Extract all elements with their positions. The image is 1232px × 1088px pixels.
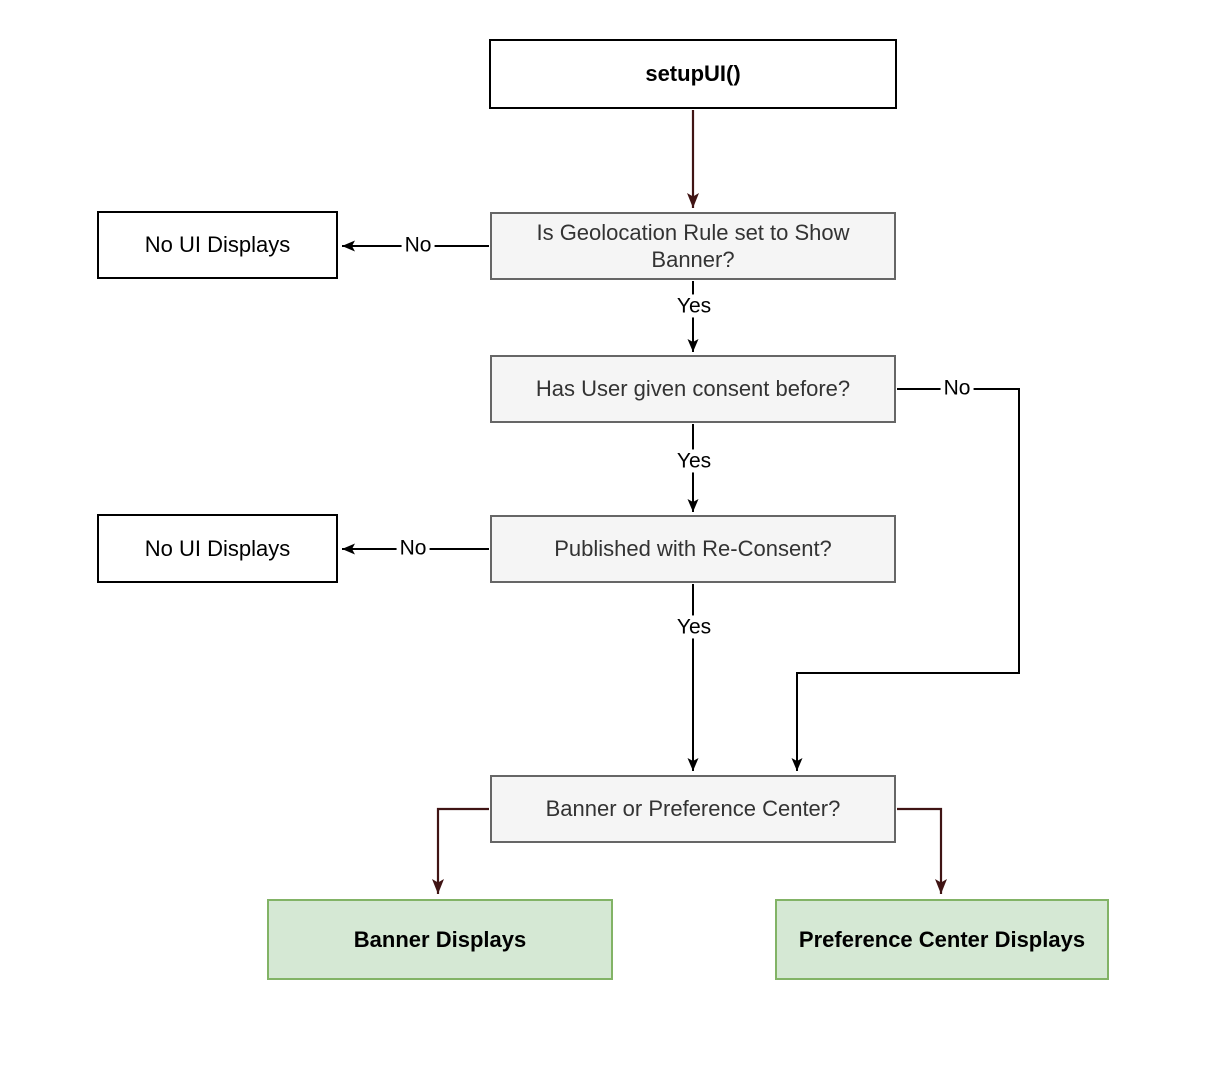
node-setupui: setupUI(): [489, 39, 897, 109]
node-banner-displays: Banner Displays: [267, 899, 613, 980]
node-no-ui-displays-1: No UI Displays: [97, 211, 338, 279]
edge-has-consent-to-banner-or-pc: [791, 388, 1020, 771]
edge-label-re-consent-no: No: [396, 536, 430, 560]
node-geo-rule-question: Is Geolocation Rule set to Show Banner?: [490, 212, 896, 280]
node-preference-center-displays: Preference Center Displays: [775, 899, 1109, 980]
node-re-consent-question: Published with Re-Consent?: [490, 515, 896, 583]
edge-label-re-consent-yes: Yes: [673, 615, 715, 639]
edge-banner-or-pc-to-pc-displays: [897, 807, 947, 894]
edge-banner-or-pc-to-banner-displays: [432, 807, 489, 894]
node-no-ui-displays-2: No UI Displays: [97, 514, 338, 583]
edge-label-has-consent-yes: Yes: [673, 449, 715, 473]
node-has-consent-question: Has User given consent before?: [490, 355, 896, 423]
edge-label-has-consent-no: No: [940, 376, 974, 400]
edge-label-geo-rule-yes: Yes: [673, 294, 715, 318]
edge-label-geo-rule-no: No: [401, 233, 435, 257]
node-banner-or-pc-question: Banner or Preference Center?: [490, 775, 896, 843]
